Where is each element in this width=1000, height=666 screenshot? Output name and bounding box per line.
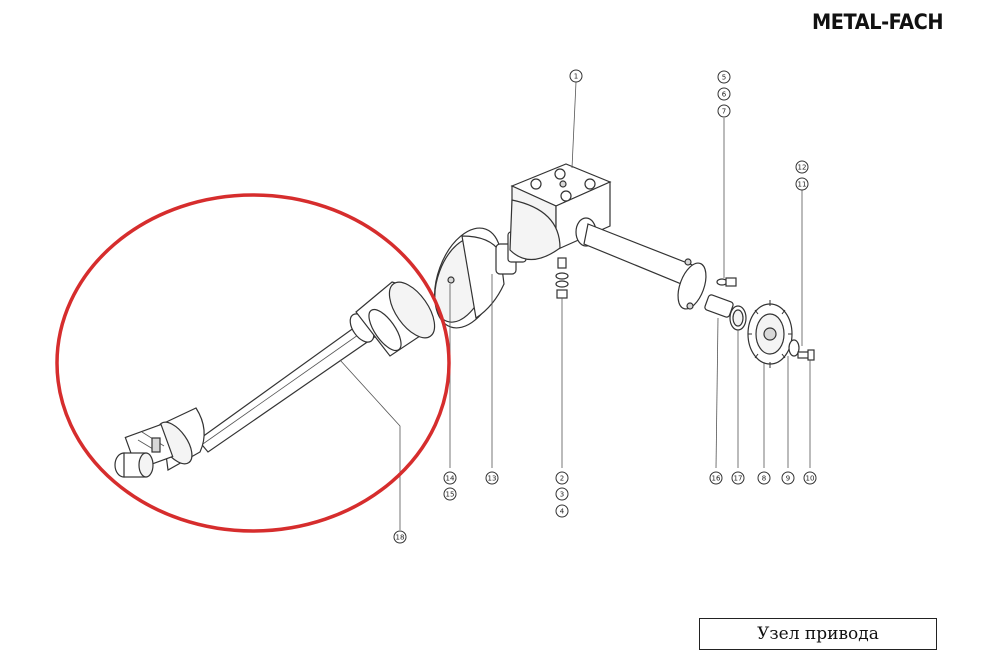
sprocket bbox=[747, 300, 793, 368]
diagram-caption: Узел привода bbox=[699, 618, 937, 650]
brand-logo: METAL-FACH bbox=[812, 10, 944, 34]
callout-2-label: 2 bbox=[560, 475, 564, 483]
callout-2: 2 bbox=[555, 471, 569, 485]
callout-1: 1 bbox=[569, 69, 583, 83]
callout-10-label: 10 bbox=[806, 475, 815, 483]
callout-15: 15 bbox=[443, 487, 457, 501]
callout-4-label: 4 bbox=[560, 508, 565, 516]
callout-13: 13 bbox=[485, 471, 499, 485]
shaft-guard-cone bbox=[434, 227, 517, 329]
callout-17-label: 17 bbox=[734, 475, 743, 483]
callout-11: 11 bbox=[795, 177, 809, 191]
callout-16-label: 16 bbox=[712, 475, 721, 483]
callout-4: 4 bbox=[555, 504, 569, 518]
callout-16: 16 bbox=[709, 471, 723, 485]
callout-8-label: 8 bbox=[762, 475, 766, 483]
callout-18: 18 bbox=[393, 530, 407, 544]
callout-10: 10 bbox=[803, 471, 817, 485]
output-shaft bbox=[583, 223, 734, 318]
callout-9-label: 9 bbox=[786, 475, 790, 483]
callout-8: 8 bbox=[757, 471, 771, 485]
callout-3-label: 3 bbox=[560, 491, 564, 499]
highlight-ellipse bbox=[55, 193, 451, 533]
callout-5: 5 bbox=[717, 70, 731, 84]
sprocket-washer-bolt bbox=[788, 339, 815, 361]
callout-11-label: 11 bbox=[798, 181, 807, 189]
callout-18-label: 18 bbox=[396, 534, 405, 542]
flange-bolt bbox=[716, 277, 737, 287]
spacer-ring bbox=[729, 305, 747, 331]
callout-3: 3 bbox=[555, 487, 569, 501]
callout-14: 14 bbox=[443, 471, 457, 485]
callout-17: 17 bbox=[731, 471, 745, 485]
callout-12: 12 bbox=[795, 160, 809, 174]
callout-9: 9 bbox=[781, 471, 795, 485]
callout-6: 6 bbox=[717, 87, 731, 101]
gearbox bbox=[507, 163, 612, 269]
callout-7-label: 7 bbox=[722, 108, 726, 116]
callout-5-label: 5 bbox=[722, 74, 726, 82]
callout-15-label: 15 bbox=[446, 491, 455, 499]
callout-7: 7 bbox=[717, 104, 731, 118]
callout-12-label: 12 bbox=[798, 164, 807, 172]
callout-6-label: 6 bbox=[722, 91, 727, 99]
drive-shaft bbox=[114, 281, 436, 478]
callout-1-label: 1 bbox=[574, 73, 578, 81]
leader-lines bbox=[339, 81, 811, 530]
callout-13-label: 13 bbox=[488, 475, 497, 483]
drain-bolt bbox=[555, 272, 569, 312]
callout-14-label: 14 bbox=[446, 475, 455, 483]
